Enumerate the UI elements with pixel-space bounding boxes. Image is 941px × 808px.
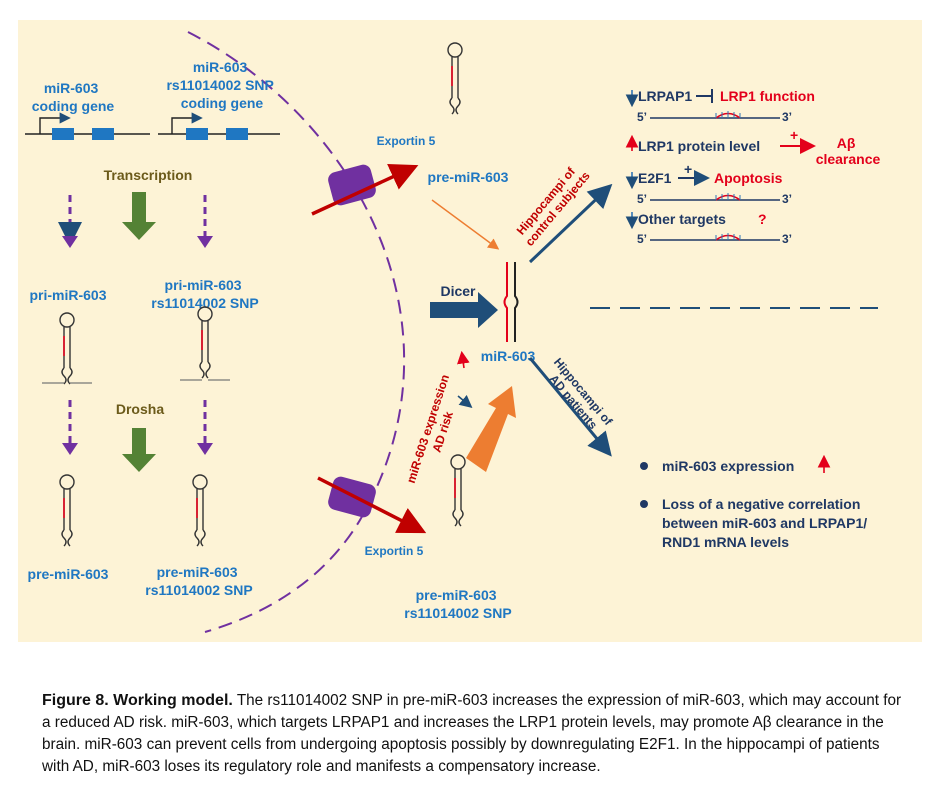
cell-membrane-arc — [187, 31, 406, 633]
pri-mir603-label: pri-miR-603 — [29, 287, 106, 303]
other-targets-label: Other targets — [638, 211, 726, 227]
bullet-1-text: miR-603 expression — [662, 458, 794, 474]
question-mark: ? — [758, 211, 767, 227]
lrp1-protein-label: LRP1 protein level — [638, 138, 760, 154]
pre-to-dicer-arrow — [431, 199, 500, 250]
pre-mir603-label-top: pre-miR-603 — [428, 169, 509, 185]
svg-text:3’: 3’ — [782, 232, 792, 246]
snp-coding-gene-label: miR-603 rs11014002 SNP coding gene — [166, 59, 277, 111]
expression-up-icon — [457, 350, 470, 369]
coding-gene-label: miR-603 coding gene — [32, 80, 115, 114]
control-branch-arrow — [528, 183, 613, 264]
drosha-arrow — [122, 428, 156, 472]
ad-branch-arrow — [528, 357, 612, 457]
diagram-background — [18, 20, 922, 642]
pri-mir603-snp-label: pri-miR-603 rs11014002 SNP — [151, 277, 258, 311]
pre-mir603-label: pre-miR-603 — [28, 566, 109, 582]
svg-text:5’: 5’ — [637, 110, 647, 124]
svg-text:5’: 5’ — [637, 192, 647, 206]
transcription-arrow — [122, 192, 156, 240]
svg-text:3’: 3’ — [782, 192, 792, 206]
figure-caption: Figure 8. Working model. The rs11014002 … — [42, 690, 907, 778]
dicer-label: Dicer — [440, 283, 476, 299]
caption-title: Figure 8. Working model. — [42, 692, 233, 709]
apoptosis-label: Apoptosis — [714, 170, 783, 186]
pre-mir603-snp-label: pre-miR-603 rs11014002 SNP — [145, 564, 252, 598]
expression-increase-arrow — [466, 386, 516, 472]
pri-mir603-hairpin — [42, 312, 92, 385]
bullet-2-text: Loss of a negative correlation between m… — [662, 496, 871, 550]
e2f1-label: E2F1 — [638, 170, 672, 186]
risk-down-icon — [457, 394, 473, 409]
drosha-label: Drosha — [116, 401, 164, 417]
caption-text: The rs11014002 SNP in pre-miR-603 increa… — [42, 692, 902, 775]
inhibit-icon — [696, 89, 713, 103]
lrp1-function-label: LRP1 function — [720, 88, 815, 104]
pri-mir603-snp-hairpin — [180, 306, 230, 381]
svg-text:3’: 3’ — [782, 110, 792, 124]
transcription-label: Transcription — [104, 167, 193, 183]
svg-text:+: + — [684, 161, 692, 177]
exportin-5-channel-top — [311, 164, 419, 216]
exportin-5-label-top: Exportin 5 — [377, 134, 436, 148]
mir603-duplex — [503, 262, 519, 342]
coding-gene-icon — [25, 112, 150, 140]
dicer-arrow — [430, 292, 498, 328]
svg-text:5’: 5’ — [637, 232, 647, 246]
mir603-label: miR-603 — [481, 348, 536, 364]
svg-text:+: + — [790, 127, 798, 143]
lrpap1-label: LRPAP1 — [638, 88, 692, 104]
exportin-5-channel-bottom — [317, 476, 427, 534]
abeta-clearance-label: Aβ clearance — [816, 135, 881, 167]
bullet-dot-1 — [640, 462, 648, 470]
snp-coding-gene-icon — [158, 112, 280, 140]
exportin-5-label-bottom: Exportin 5 — [365, 544, 424, 558]
pre-mir603-snp-label-bottom: pre-miR-603 rs11014002 SNP — [404, 587, 511, 621]
bullet-dot-2 — [640, 500, 648, 508]
